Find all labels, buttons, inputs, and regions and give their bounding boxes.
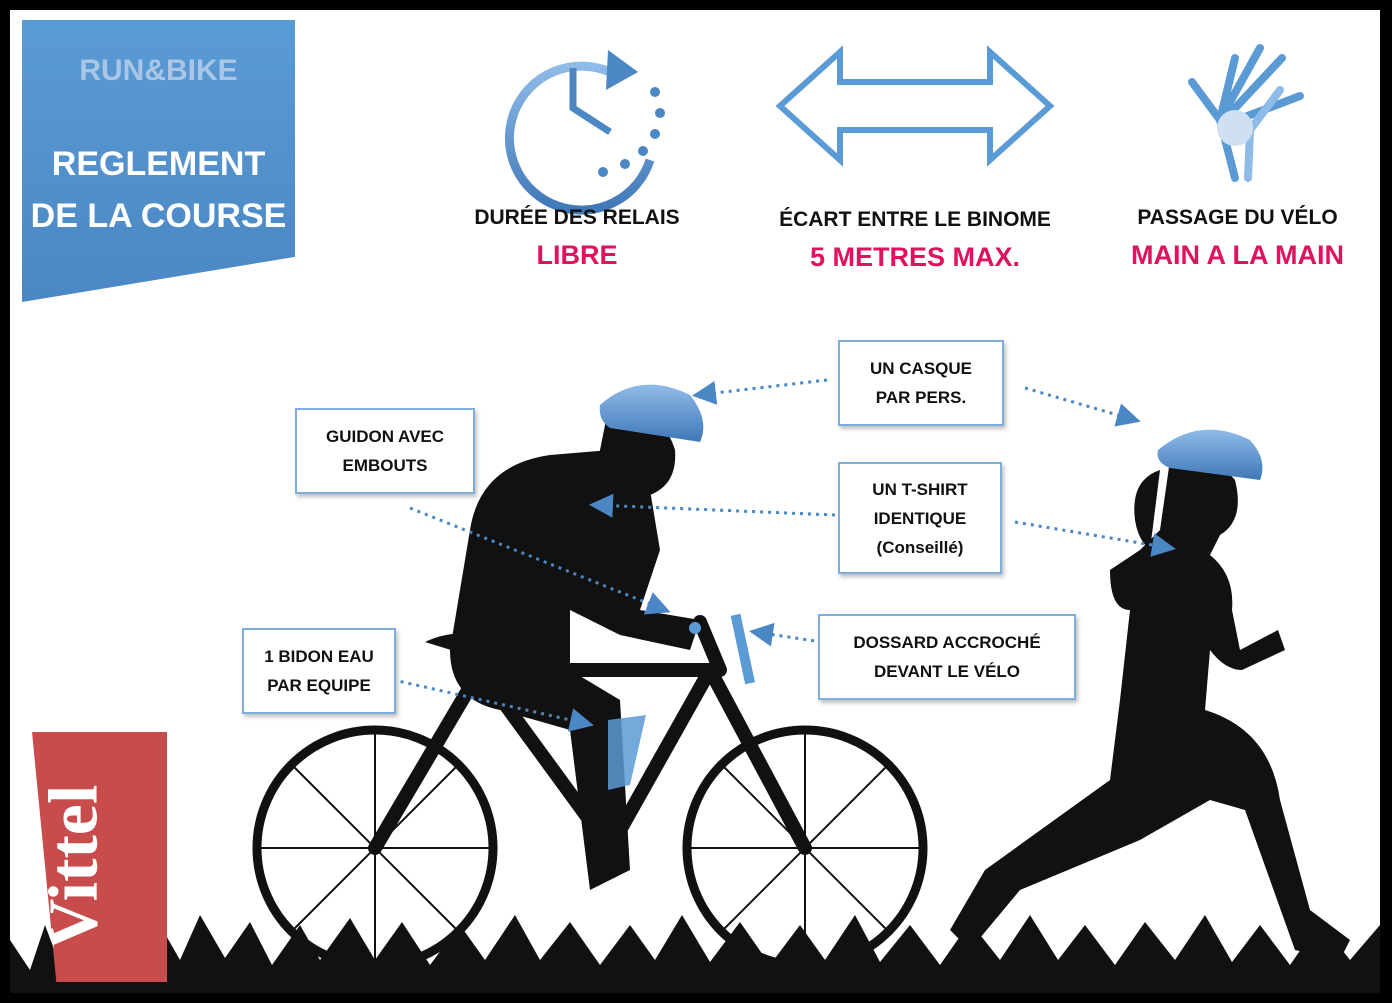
grass-silhouette — [10, 915, 1380, 993]
callout-bib: DOSSARD ACCROCHÉ DEVANT LE VÉLO — [818, 614, 1076, 700]
rule-pair-gap: ÉCART ENTRE LE BINOME 5 METRES MAX. — [750, 208, 1080, 273]
infographic-frame: RUN&BIKE REGLEMENT DE LA COURSE — [10, 10, 1380, 993]
banner-title: REGLEMENT DE LA COURSE — [30, 145, 287, 235]
vittel-logo: Vittel — [32, 732, 167, 982]
callout-bottle: 1 BIDON EAU PAR EQUIPE — [242, 628, 396, 714]
rule-label: PASSAGE DU VÉLO — [1137, 206, 1338, 229]
rule-relay-duration: DURÉE DES RELAIS LIBRE — [442, 206, 712, 271]
callout-tshirt: UN T-SHIRT IDENTIQUE (Conseillé) — [838, 462, 1002, 574]
banner-subtitle: RUN&BIKE — [79, 54, 238, 87]
scene-illustration — [10, 44, 1380, 993]
title-banner: RUN&BIKE REGLEMENT DE LA COURSE — [22, 20, 295, 302]
rule-label: DURÉE DES RELAIS — [474, 206, 680, 229]
rule-label: ÉCART ENTRE LE BINOME — [779, 208, 1051, 231]
rule-bike-handover: PASSAGE DU VÉLO MAIN A LA MAIN — [1095, 206, 1380, 271]
double-arrow-icon — [775, 45, 1055, 167]
callout-arrows — [384, 378, 1176, 732]
cyclist-silhouette — [252, 384, 928, 971]
rule-value: MAIN A LA MAIN — [1131, 240, 1344, 270]
rule-value: LIBRE — [536, 240, 618, 270]
clock-arrow-icon — [504, 50, 665, 215]
runner-silhouette — [950, 429, 1350, 960]
callout-handlebar: GUIDON AVEC EMBOUTS — [295, 408, 475, 494]
hands-icon — [1188, 44, 1304, 182]
callout-helmet: UN CASQUE PAR PERS. — [838, 340, 1004, 426]
rule-value: 5 METRES MAX. — [809, 242, 1021, 272]
